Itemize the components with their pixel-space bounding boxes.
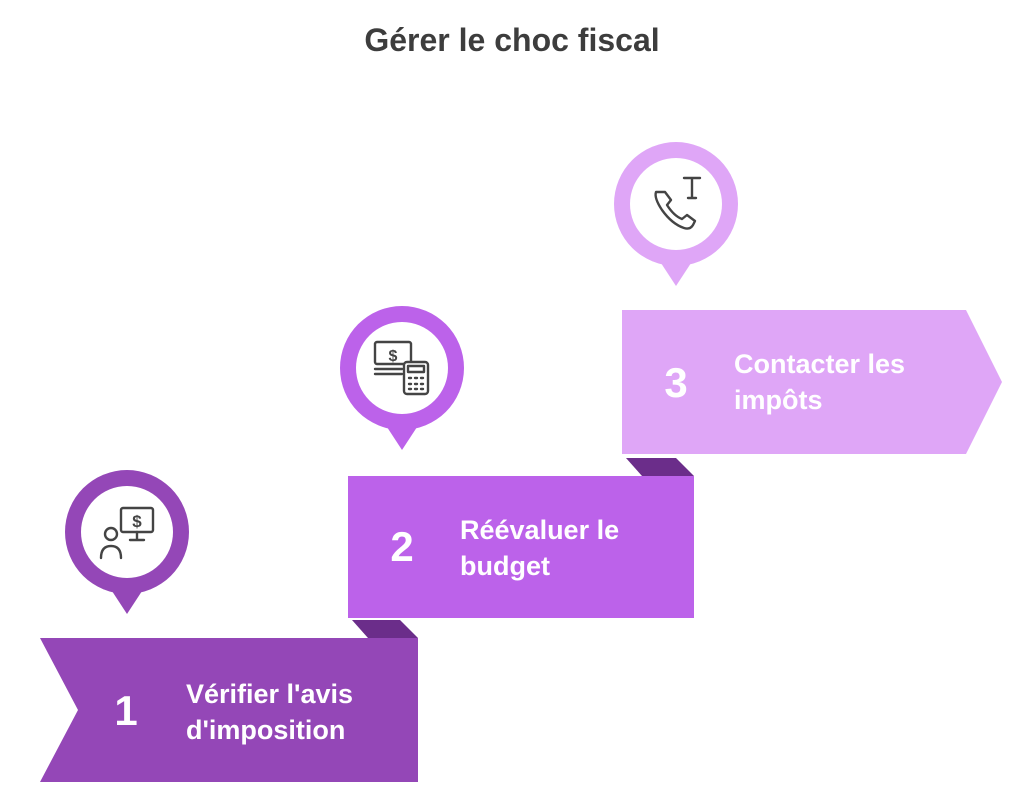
page-title: Gérer le choc fiscal	[364, 22, 660, 58]
step-1-label: Vérifier l'avis d'imposition	[186, 679, 354, 745]
person-monitor-dollar-icon: $	[99, 506, 155, 560]
step-3-pin	[614, 142, 738, 286]
step-3-ribbon	[622, 310, 1002, 454]
step-2-pin: $	[340, 306, 464, 450]
step-2-number: 2	[390, 523, 414, 570]
step-2-banner	[348, 458, 694, 618]
svg-text:$: $	[132, 512, 142, 531]
step-3-label: Contacter les impôts	[734, 349, 906, 415]
step-2-label: Réévaluer le budget	[460, 515, 620, 581]
step-1-fold	[352, 620, 418, 638]
step-1-pin: $	[65, 470, 189, 614]
step-3-number: 3	[664, 359, 688, 406]
step-3-banner	[622, 310, 1002, 454]
svg-text:$: $	[389, 348, 398, 365]
step-2-ribbon	[348, 476, 694, 618]
step-1-banner	[40, 620, 418, 782]
step-1-number: 1	[114, 687, 138, 734]
money-calculator-icon: $	[373, 340, 430, 396]
step-1-ribbon	[40, 638, 418, 782]
phone-tax-icon	[654, 176, 702, 230]
step-2-fold	[626, 458, 694, 476]
